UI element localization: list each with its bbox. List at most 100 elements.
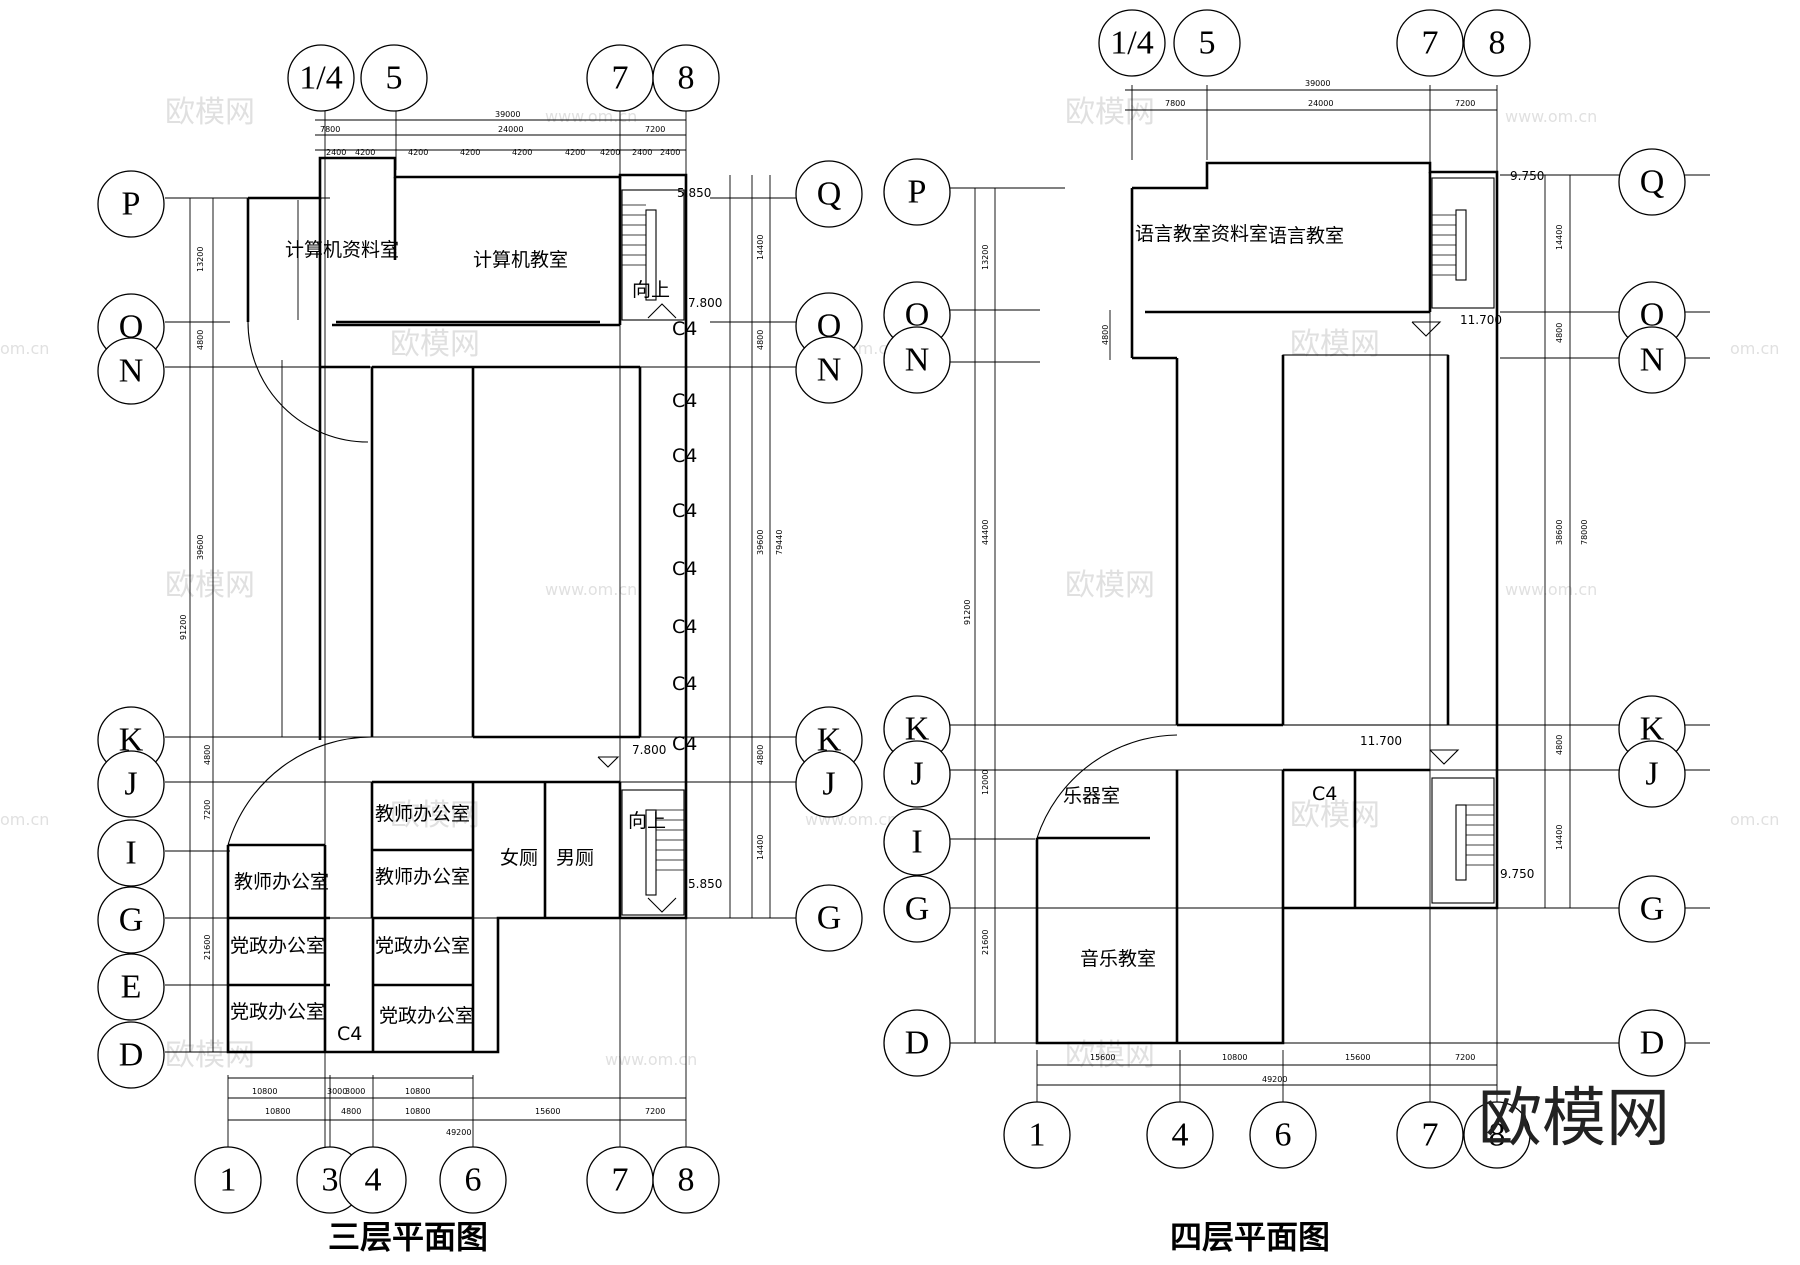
floor3-plan: 39000 7800 24000 7200 2400 4200 4200 420… bbox=[97, 44, 863, 1256]
floor4-level-marks: 9.750 11.700 11.700 9.750 bbox=[1360, 169, 1544, 881]
floor3-windows: C4 C4 C4 C4 C4 C4 C4 C4 C4 bbox=[337, 318, 697, 1045]
floor3-dimension-lines bbox=[189, 119, 771, 1121]
dim-right: 4800 bbox=[1555, 323, 1564, 343]
floor3-dimension-texts: 39000 7800 24000 7200 2400 4200 4200 420… bbox=[179, 110, 784, 1137]
axis-bubble: 8 bbox=[1489, 25, 1506, 62]
axis-bubble: N bbox=[119, 353, 144, 390]
level-mark: 11.700 bbox=[1460, 313, 1502, 327]
watermark-brand: 欧模网 bbox=[1065, 568, 1155, 603]
dim-bottom: 7200 bbox=[645, 1107, 665, 1116]
dim-right: 4800 bbox=[756, 745, 765, 765]
level-mark: 5.850 bbox=[688, 877, 722, 891]
dim-left: 4800 bbox=[1101, 325, 1110, 345]
level-mark: 11.700 bbox=[1360, 734, 1402, 748]
floor4-dimension-texts: 39000 7800 24000 7200 15600 10800 15600 … bbox=[963, 79, 1589, 1084]
dim-left: 91200 bbox=[963, 600, 972, 625]
dim-right: 39600 bbox=[756, 530, 765, 555]
axis-bubble: 7 bbox=[1422, 1117, 1439, 1154]
dim-top-total: 39000 bbox=[1305, 79, 1330, 88]
dim-top: 4200 bbox=[512, 148, 532, 157]
level-mark: 7.800 bbox=[688, 296, 722, 310]
axis-bubble: 1/4 bbox=[299, 60, 342, 97]
watermark-site: www.om.cn bbox=[1505, 107, 1597, 126]
dim-bottom: 10800 bbox=[1222, 1053, 1247, 1062]
dim-bottom: 10800 bbox=[405, 1107, 430, 1116]
dim-left: 13200 bbox=[981, 245, 990, 270]
watermark-brand: 欧模网 bbox=[1290, 798, 1380, 833]
floor3-stair-top bbox=[621, 189, 685, 321]
room-women-wc: 女厕 bbox=[500, 847, 538, 869]
dim-right: 4800 bbox=[756, 330, 765, 350]
dim-bottom: 15600 bbox=[535, 1107, 560, 1116]
room-teacher-office: 教师办公室 bbox=[234, 871, 329, 893]
dim-right: 38600 bbox=[1555, 520, 1564, 545]
axis-bubble: E bbox=[121, 969, 142, 1006]
axis-bubble: Q bbox=[817, 176, 842, 213]
dim-right: 78000 bbox=[1580, 520, 1589, 545]
watermark-site: om.cn bbox=[0, 339, 49, 358]
dim-bottom: 15600 bbox=[1090, 1053, 1115, 1062]
dim-bottom: 10800 bbox=[252, 1087, 277, 1096]
dim-bottom: 4800 bbox=[341, 1107, 361, 1116]
floor4-dimension-lines bbox=[974, 89, 1571, 1086]
dim-left: 7200 bbox=[203, 800, 212, 820]
stair-up-label: 向上 bbox=[628, 810, 666, 832]
room-music-class: 音乐教室 bbox=[1080, 948, 1156, 970]
axis-bubble: J bbox=[910, 756, 923, 793]
watermark-site: om.cn bbox=[1730, 810, 1779, 829]
window-tag: C4 bbox=[672, 445, 697, 467]
room-men-wc: 男厕 bbox=[556, 847, 594, 869]
axis-bubble: 6 bbox=[1275, 1117, 1292, 1154]
axis-bubble: 7 bbox=[612, 60, 629, 97]
dim-bottom-total: 49200 bbox=[446, 1128, 471, 1137]
axis-bubble: 1 bbox=[220, 1162, 237, 1199]
window-tag: C4 bbox=[1312, 783, 1337, 805]
axis-bubble: G bbox=[119, 902, 144, 939]
watermark-brand: 欧模网 bbox=[165, 568, 255, 603]
floor4-room-labels: 语言教室资料室 语言教室 乐器室 音乐教室 bbox=[1063, 223, 1344, 970]
axis-bubble: 4 bbox=[1172, 1117, 1189, 1154]
dim-top: 4200 bbox=[408, 148, 428, 157]
watermark-site: www.om.cn bbox=[1505, 580, 1597, 599]
window-tag: C4 bbox=[672, 558, 697, 580]
dim-left: 44400 bbox=[981, 520, 990, 545]
axis-bubble: 1/4 bbox=[1110, 25, 1153, 62]
axis-bubble: N bbox=[817, 352, 842, 389]
dim-left: 4800 bbox=[203, 745, 212, 765]
room-teacher-office: 教师办公室 bbox=[375, 866, 470, 888]
window-tag: C4 bbox=[672, 616, 697, 638]
dim-left: 91200 bbox=[179, 615, 188, 640]
room-language-class: 语言教室 bbox=[1268, 225, 1344, 247]
brand-watermark: 欧模网 bbox=[1478, 1082, 1670, 1156]
dim-right: 14400 bbox=[1555, 825, 1564, 850]
axis-bubble: P bbox=[908, 174, 927, 211]
dim-right: 79440 bbox=[775, 530, 784, 555]
dim-top: 7800 bbox=[320, 125, 340, 134]
window-tag: C4 bbox=[672, 318, 697, 340]
watermark-site: www.om.cn bbox=[545, 107, 637, 126]
window-tag: C4 bbox=[672, 673, 697, 695]
dim-top-total: 39000 bbox=[495, 110, 520, 119]
room-language-data: 语言教室资料室 bbox=[1135, 223, 1268, 245]
dim-top: 4200 bbox=[565, 148, 585, 157]
axis-bubble: I bbox=[125, 835, 136, 872]
watermark-brand: 欧模网 bbox=[1065, 95, 1155, 130]
dim-left: 21600 bbox=[203, 935, 212, 960]
floor3-level-marks: 5.850 7.800 7.800 5.850 bbox=[597, 186, 722, 891]
axis-bubble: J bbox=[124, 766, 137, 803]
dim-bottom: 10800 bbox=[405, 1087, 430, 1096]
axis-bubble: 3 bbox=[322, 1162, 339, 1199]
window-tag: C4 bbox=[672, 733, 697, 755]
axis-bubble: 8 bbox=[678, 1162, 695, 1199]
axis-bubble: 6 bbox=[465, 1162, 482, 1199]
axis-bubble: 7 bbox=[1422, 25, 1439, 62]
axis-bubble: G bbox=[905, 891, 930, 928]
axis-bubble: D bbox=[905, 1025, 930, 1062]
level-mark: 7.800 bbox=[632, 743, 666, 757]
axis-bubble: N bbox=[905, 342, 930, 379]
dim-right: 4800 bbox=[1555, 735, 1564, 755]
stair-up-label: 向上 bbox=[632, 279, 670, 301]
axis-bubble: D bbox=[119, 1037, 144, 1074]
floor3-room-labels: 计算机资料室 计算机教室 向上 教师办公室 教师办公室 教师办公室 女厕 男厕 … bbox=[230, 239, 670, 1027]
dim-top: 7800 bbox=[1165, 99, 1185, 108]
